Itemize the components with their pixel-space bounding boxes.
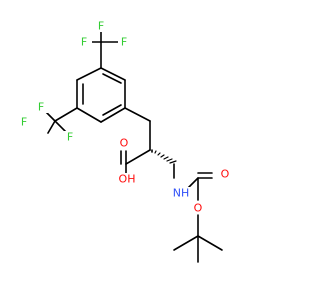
ring-bond-3 — [100, 107, 126, 123]
fluorine-left-1-label: F — [38, 101, 44, 114]
molecule-structure: F F F F F F O OH NH O O — [17, 19, 232, 263]
ring-to-ch2 — [124, 107, 151, 122]
fluorine-top-1-label: F — [98, 20, 104, 33]
ring-bond-1-inner — [102, 73, 122, 84]
alpha-to-cooh — [125, 149, 151, 165]
fluorine-left-3-label: F — [67, 131, 73, 144]
cf3-left-bond — [54, 107, 78, 122]
atom-labels: F F F F F F O OH NH O O — [17, 20, 232, 215]
ring-bond-4 — [76, 107, 102, 123]
amine-nh-label: NH — [173, 187, 190, 200]
tbu-right — [197, 235, 223, 251]
hydroxyl-acid-label: OH — [119, 173, 136, 186]
fluorine-left-2-label: F — [21, 116, 27, 129]
oxygen-carbonyl-boc-label: O — [221, 168, 230, 181]
fluorine-top-3-label: F — [121, 36, 127, 49]
ring-bond-3-inner — [102, 104, 122, 116]
oxygen-carbonyl-acid-label: O — [120, 137, 129, 150]
cf-left-down — [47, 120, 56, 134]
ring-bond-1 — [100, 67, 126, 81]
ring-bond-6 — [76, 67, 102, 81]
oxygen-ester-boc-label: O — [194, 202, 203, 215]
fluorine-top-2-label: F — [81, 36, 87, 49]
stereo-hash-bond — [151, 149, 177, 164]
bonds — [41, 25, 223, 263]
tbu-left — [173, 235, 199, 251]
